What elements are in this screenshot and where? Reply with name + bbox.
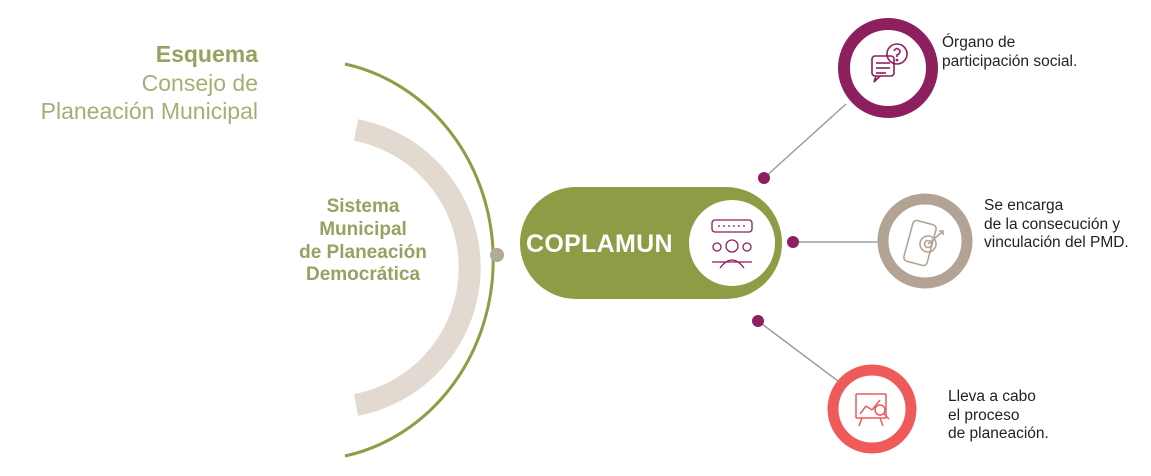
node-3-line-2: el proceso bbox=[948, 406, 1020, 424]
system-line-1: Sistema bbox=[326, 196, 400, 217]
node-1-line-2: participación social. bbox=[942, 52, 1078, 70]
node-2-line-1: Se encarga bbox=[984, 197, 1064, 214]
connector-dot-top bbox=[758, 172, 770, 184]
node-text-1: Órgano de participación social. bbox=[942, 34, 1077, 71]
team-meeting-icon bbox=[711, 219, 753, 269]
connector-line-bottom bbox=[757, 320, 843, 385]
coplamun-icon-circle bbox=[689, 200, 775, 286]
node-3-line-3: de planeación. bbox=[948, 425, 1049, 443]
system-line-3: de Planeación bbox=[299, 241, 427, 263]
chat-question-icon bbox=[871, 43, 908, 83]
coplamun-label: COPLAMUN bbox=[526, 230, 673, 258]
node-text-2: Se encarga de la consecución y vinculaci… bbox=[984, 197, 1129, 253]
node-2-line-2: de la consecución y bbox=[984, 215, 1121, 233]
arc-dot bbox=[490, 248, 504, 262]
connector-dot-mid bbox=[787, 236, 799, 248]
phone-target-icon bbox=[903, 219, 944, 267]
node-3-line-1: Lleva a cabo bbox=[948, 388, 1036, 405]
node-text-3: Lleva a cabo el proceso de planeación. bbox=[948, 388, 1049, 444]
title-line-2: Planeación Municipal bbox=[40, 98, 258, 125]
system-line-4: Democrática bbox=[305, 264, 421, 286]
node-2-line-3: vinculación del PMD. bbox=[984, 234, 1129, 252]
title-line-1: Consejo de bbox=[141, 69, 258, 96]
system-label: Sistema Municipal de Planeación Democrát… bbox=[268, 196, 458, 287]
connector-dot-bottom bbox=[752, 315, 764, 327]
system-line-2: Municipal bbox=[319, 218, 407, 240]
title-strong: Esquema bbox=[155, 41, 258, 67]
diagram-title: Esquema Consejo de Planeación Municipal bbox=[41, 40, 258, 126]
node-1-line-1: Órgano de bbox=[942, 34, 1016, 51]
inner-arc bbox=[353, 119, 481, 416]
connector-line-top bbox=[763, 103, 847, 179]
presentation-chart-icon bbox=[855, 393, 890, 427]
